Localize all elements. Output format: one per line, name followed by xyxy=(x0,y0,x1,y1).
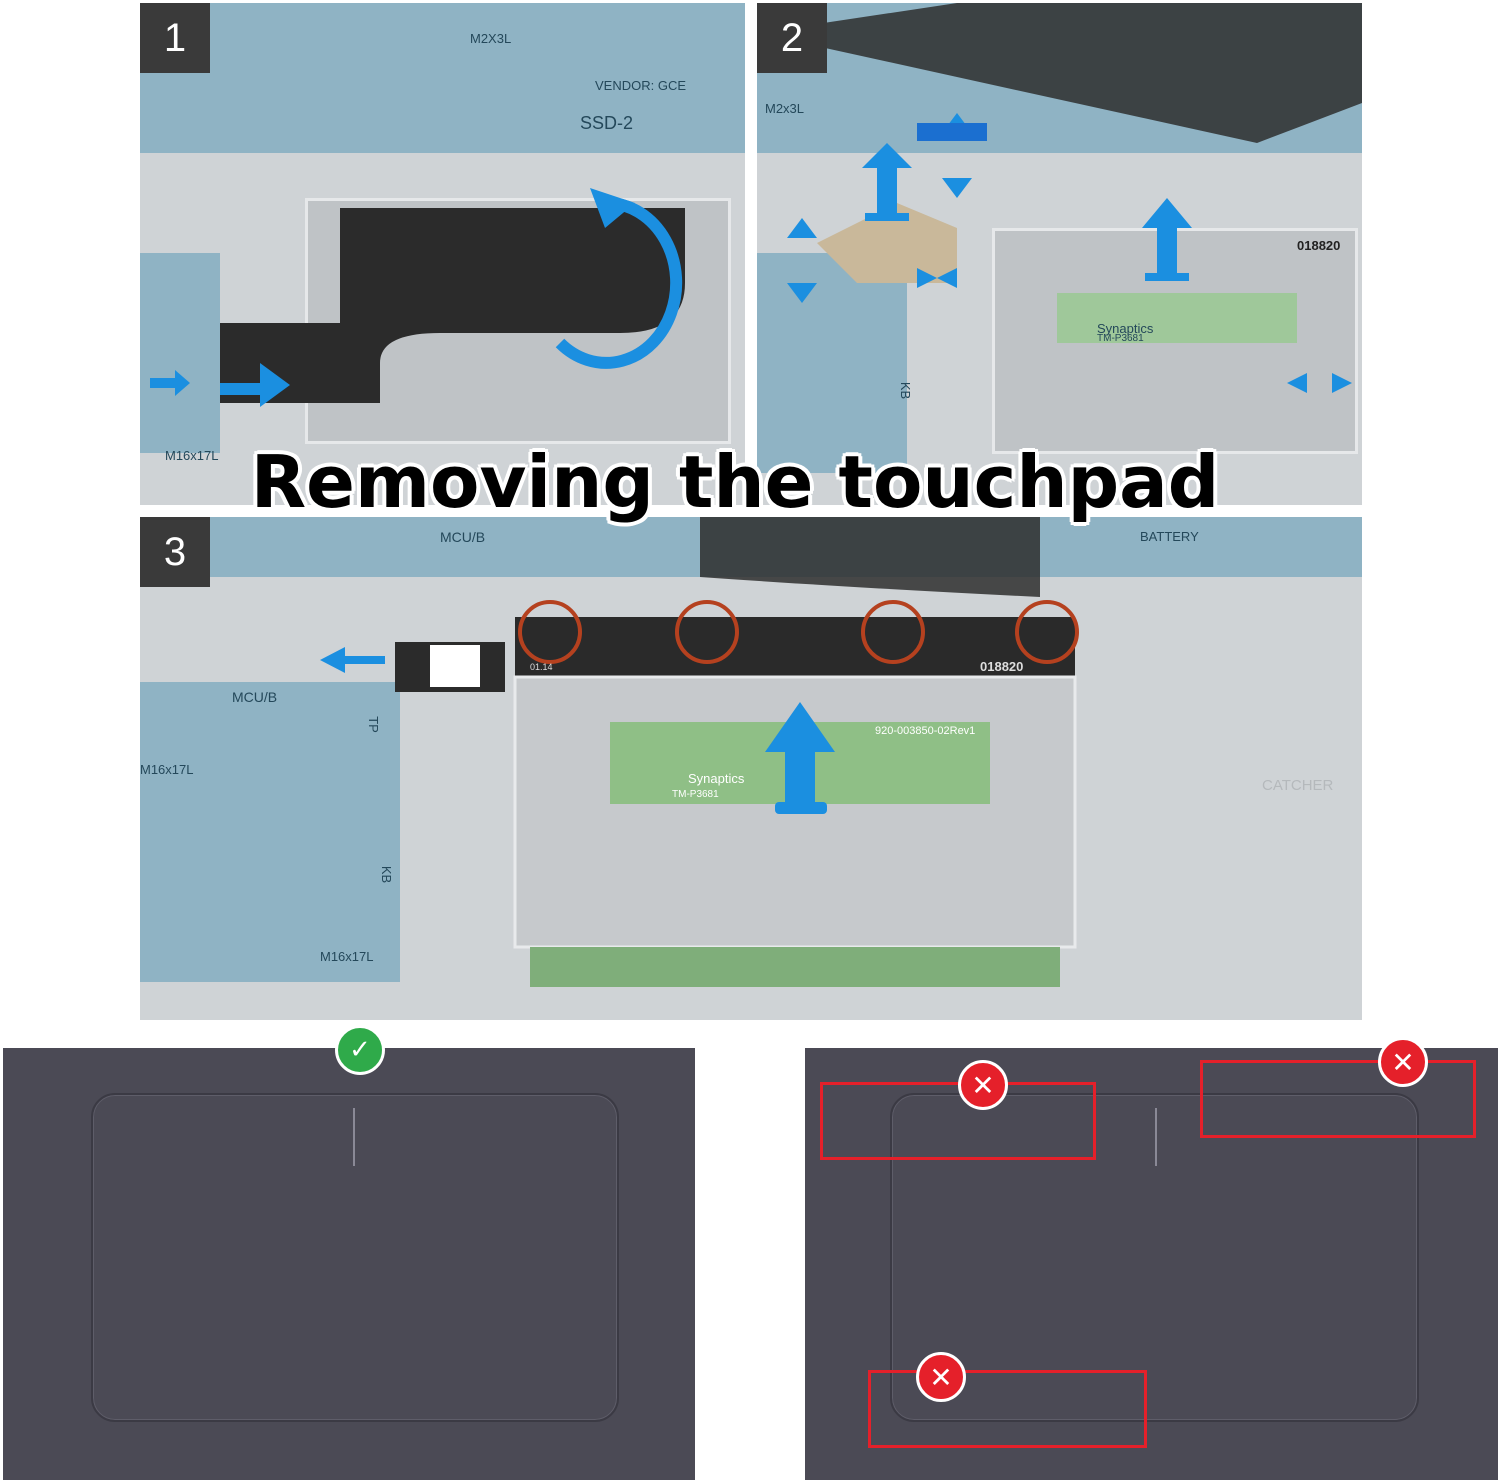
tp-label: TP xyxy=(365,716,381,733)
step-1-panel: SSD-2 VENDOR: GCE M2X3L M16x17L 1 xyxy=(140,3,745,505)
touchpad-incorrect xyxy=(805,1048,1498,1480)
touchpad-pcb xyxy=(1057,293,1297,343)
touchpad-surface xyxy=(91,1093,619,1422)
divider-line xyxy=(1155,1108,1157,1166)
model-label: TM-P3681 xyxy=(672,789,719,800)
touchpad-bracket xyxy=(515,617,1075,677)
io-board xyxy=(140,682,400,982)
lift-arrow xyxy=(765,702,835,814)
defect-box xyxy=(868,1370,1147,1448)
screw-circle xyxy=(675,600,739,664)
synaptics-label: Synaptics xyxy=(688,771,745,786)
step-2-panel: M2x3L KB 018820 Synaptics TM-P3681 2 xyxy=(757,3,1362,505)
x-icon: ✕ xyxy=(958,1060,1008,1110)
screw-circle xyxy=(1015,600,1079,664)
code-label: 018820 xyxy=(1297,238,1341,253)
code-label: 018820 xyxy=(980,659,1024,674)
catcher-label: CATCHER xyxy=(1262,777,1334,794)
step-3-illustration xyxy=(320,517,1079,987)
x-icon: ✕ xyxy=(1378,1037,1428,1087)
touchpad-surface xyxy=(890,1093,1419,1422)
touchpad-correct xyxy=(3,1048,695,1480)
flex-cable xyxy=(757,3,1362,143)
m2-label: M2X3L xyxy=(470,31,512,46)
step-3-panel: MCU/B BATTERY MCU/B TP KB M16x17L M16x17… xyxy=(140,517,1362,1020)
barcode-label xyxy=(430,645,480,687)
mcu-label: MCU/B xyxy=(232,689,278,705)
synaptics-label: Synaptics xyxy=(1097,321,1154,336)
ribbon-cable xyxy=(220,208,685,403)
step-number: 3 xyxy=(140,517,210,587)
rev-label: 01.14 xyxy=(530,662,553,672)
divider-line xyxy=(353,1108,355,1166)
kb-label: KB xyxy=(379,865,395,884)
part-label: 920-003850-02Rev1 xyxy=(875,725,976,737)
mcu-top-label: MCU/B xyxy=(440,529,486,545)
motherboard xyxy=(140,3,745,153)
defect-box xyxy=(820,1082,1096,1160)
step-1-illustration xyxy=(150,188,685,407)
screw-circle xyxy=(861,600,925,664)
battery-label: BATTERY xyxy=(1140,529,1199,544)
step-number: 2 xyxy=(757,3,827,73)
touchpad-cable xyxy=(817,203,957,283)
connector xyxy=(917,123,987,141)
io-board xyxy=(140,253,220,453)
rotate-arrowhead xyxy=(590,188,635,228)
screw-circles xyxy=(518,600,1079,664)
flex-cable xyxy=(700,517,1040,597)
x-icon: ✕ xyxy=(916,1352,966,1402)
check-icon: ✓ xyxy=(335,1025,385,1075)
touchpad-edge xyxy=(530,947,1060,987)
page-title: Removing the touchpad xyxy=(250,440,1220,524)
screw-label: M16x17L xyxy=(140,762,194,777)
screw-circle xyxy=(518,600,582,664)
screw-label: M16x17L xyxy=(320,949,374,964)
step-number: 1 xyxy=(140,3,210,73)
kb-label: KB xyxy=(898,381,914,400)
model-label: TM-P3681 xyxy=(1097,333,1144,344)
defect-box xyxy=(1200,1060,1476,1138)
vendor-label: VENDOR: GCE xyxy=(595,78,687,93)
m2-label: M2x3L xyxy=(765,101,805,116)
io-board xyxy=(757,253,907,473)
latch-arrow xyxy=(150,370,190,396)
rotate-arrow xyxy=(555,197,683,369)
step-2-illustration xyxy=(757,3,1362,393)
ssd-label: SSD-2 xyxy=(580,113,634,133)
screw-label: M16x17L xyxy=(165,448,219,463)
push-arrow xyxy=(220,363,290,407)
